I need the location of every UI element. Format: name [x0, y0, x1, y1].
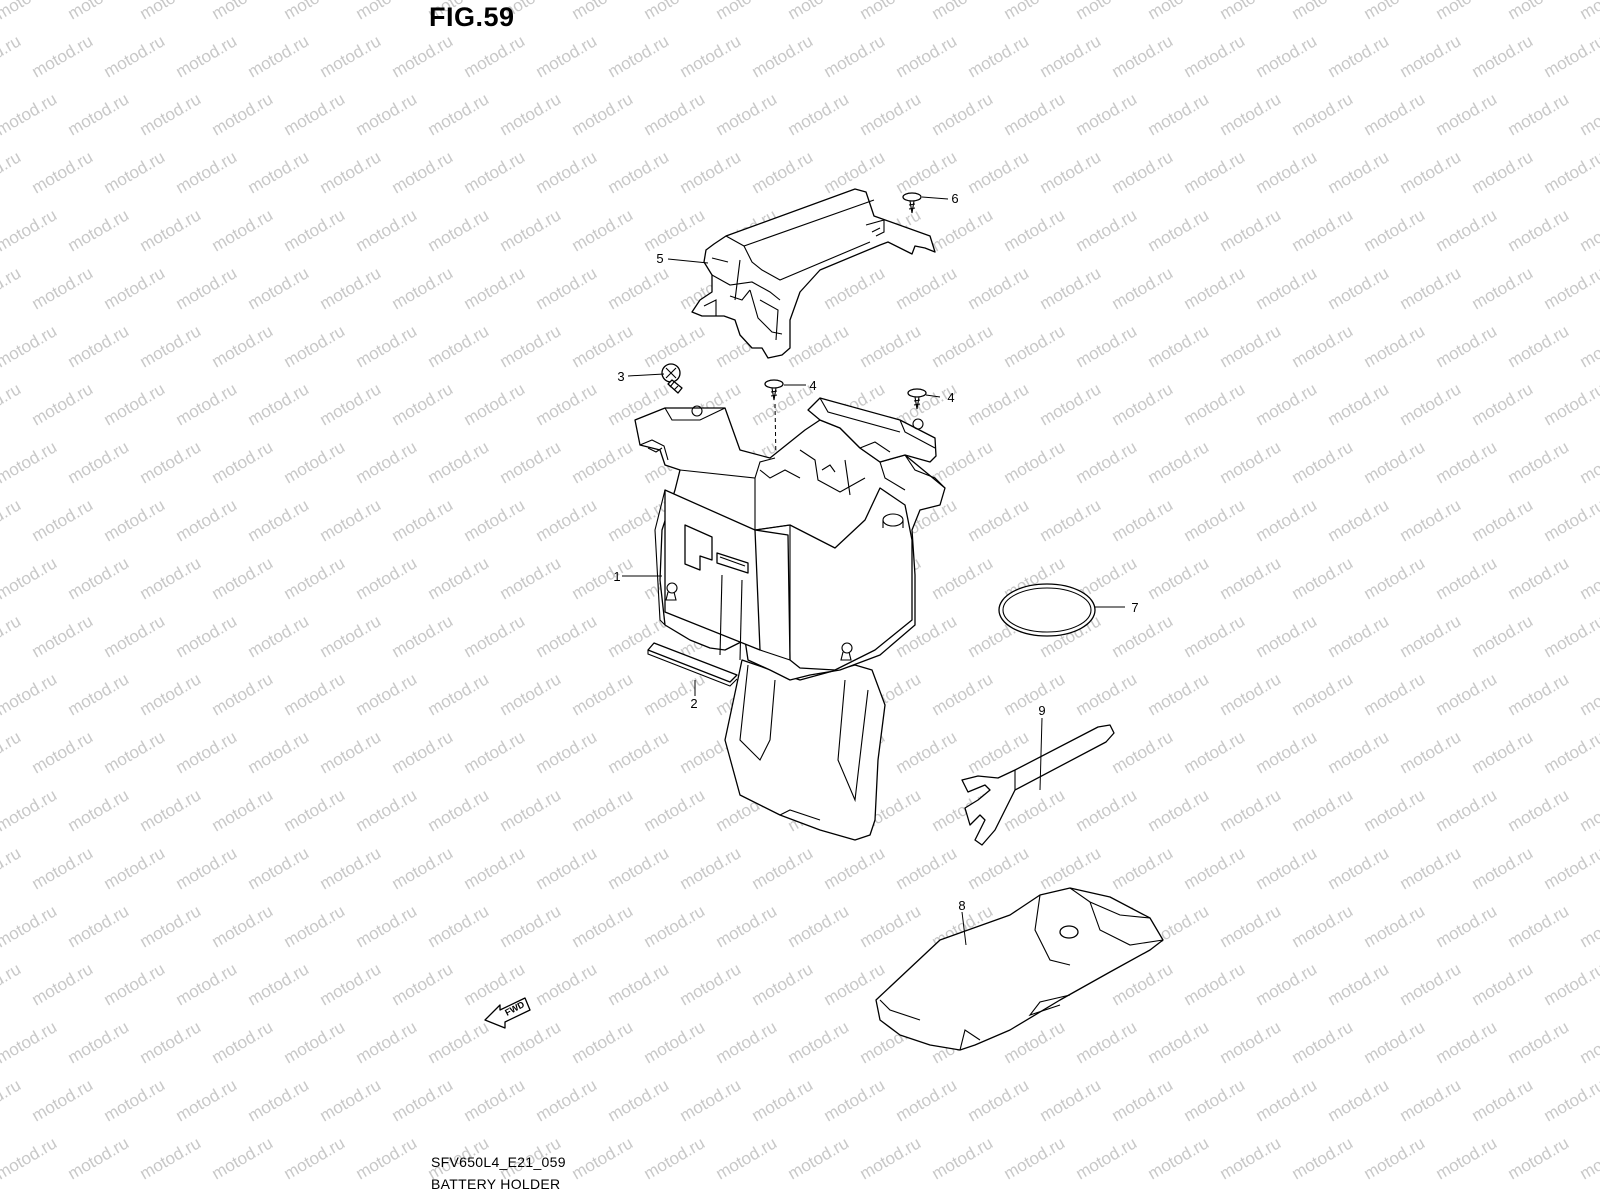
battery-cover-bracket [691, 188, 936, 359]
forward-arrow-icon: FWD [484, 997, 531, 1029]
screw-4b [907, 388, 927, 410]
callout-7: 7 [1131, 600, 1139, 615]
callout-5: 5 [656, 251, 664, 266]
screw-6 [902, 192, 922, 214]
callout-4b: 4 [947, 390, 955, 405]
callout-3: 3 [617, 369, 625, 384]
rubber-band [998, 583, 1096, 637]
screw-4a [764, 379, 784, 463]
callout-9: 9 [1038, 703, 1046, 718]
callout-6: 6 [951, 191, 959, 206]
battery-holder-box [634, 397, 946, 841]
callout-8: 8 [958, 898, 966, 913]
callout-1: 1 [613, 569, 621, 584]
diagram-code: SFV650L4_E21_059 [431, 1154, 566, 1170]
callout-4a: 4 [809, 378, 817, 393]
bolt-3 [661, 363, 683, 394]
diagram-caption: BATTERY HOLDER [431, 1176, 561, 1192]
leader-lines [622, 196, 1125, 946]
tool-bag [875, 887, 1164, 1051]
cushion-pad [647, 642, 738, 687]
spanner [961, 724, 1115, 846]
figure-title: FIG.59 [429, 2, 515, 32]
callout-2: 2 [690, 696, 698, 711]
